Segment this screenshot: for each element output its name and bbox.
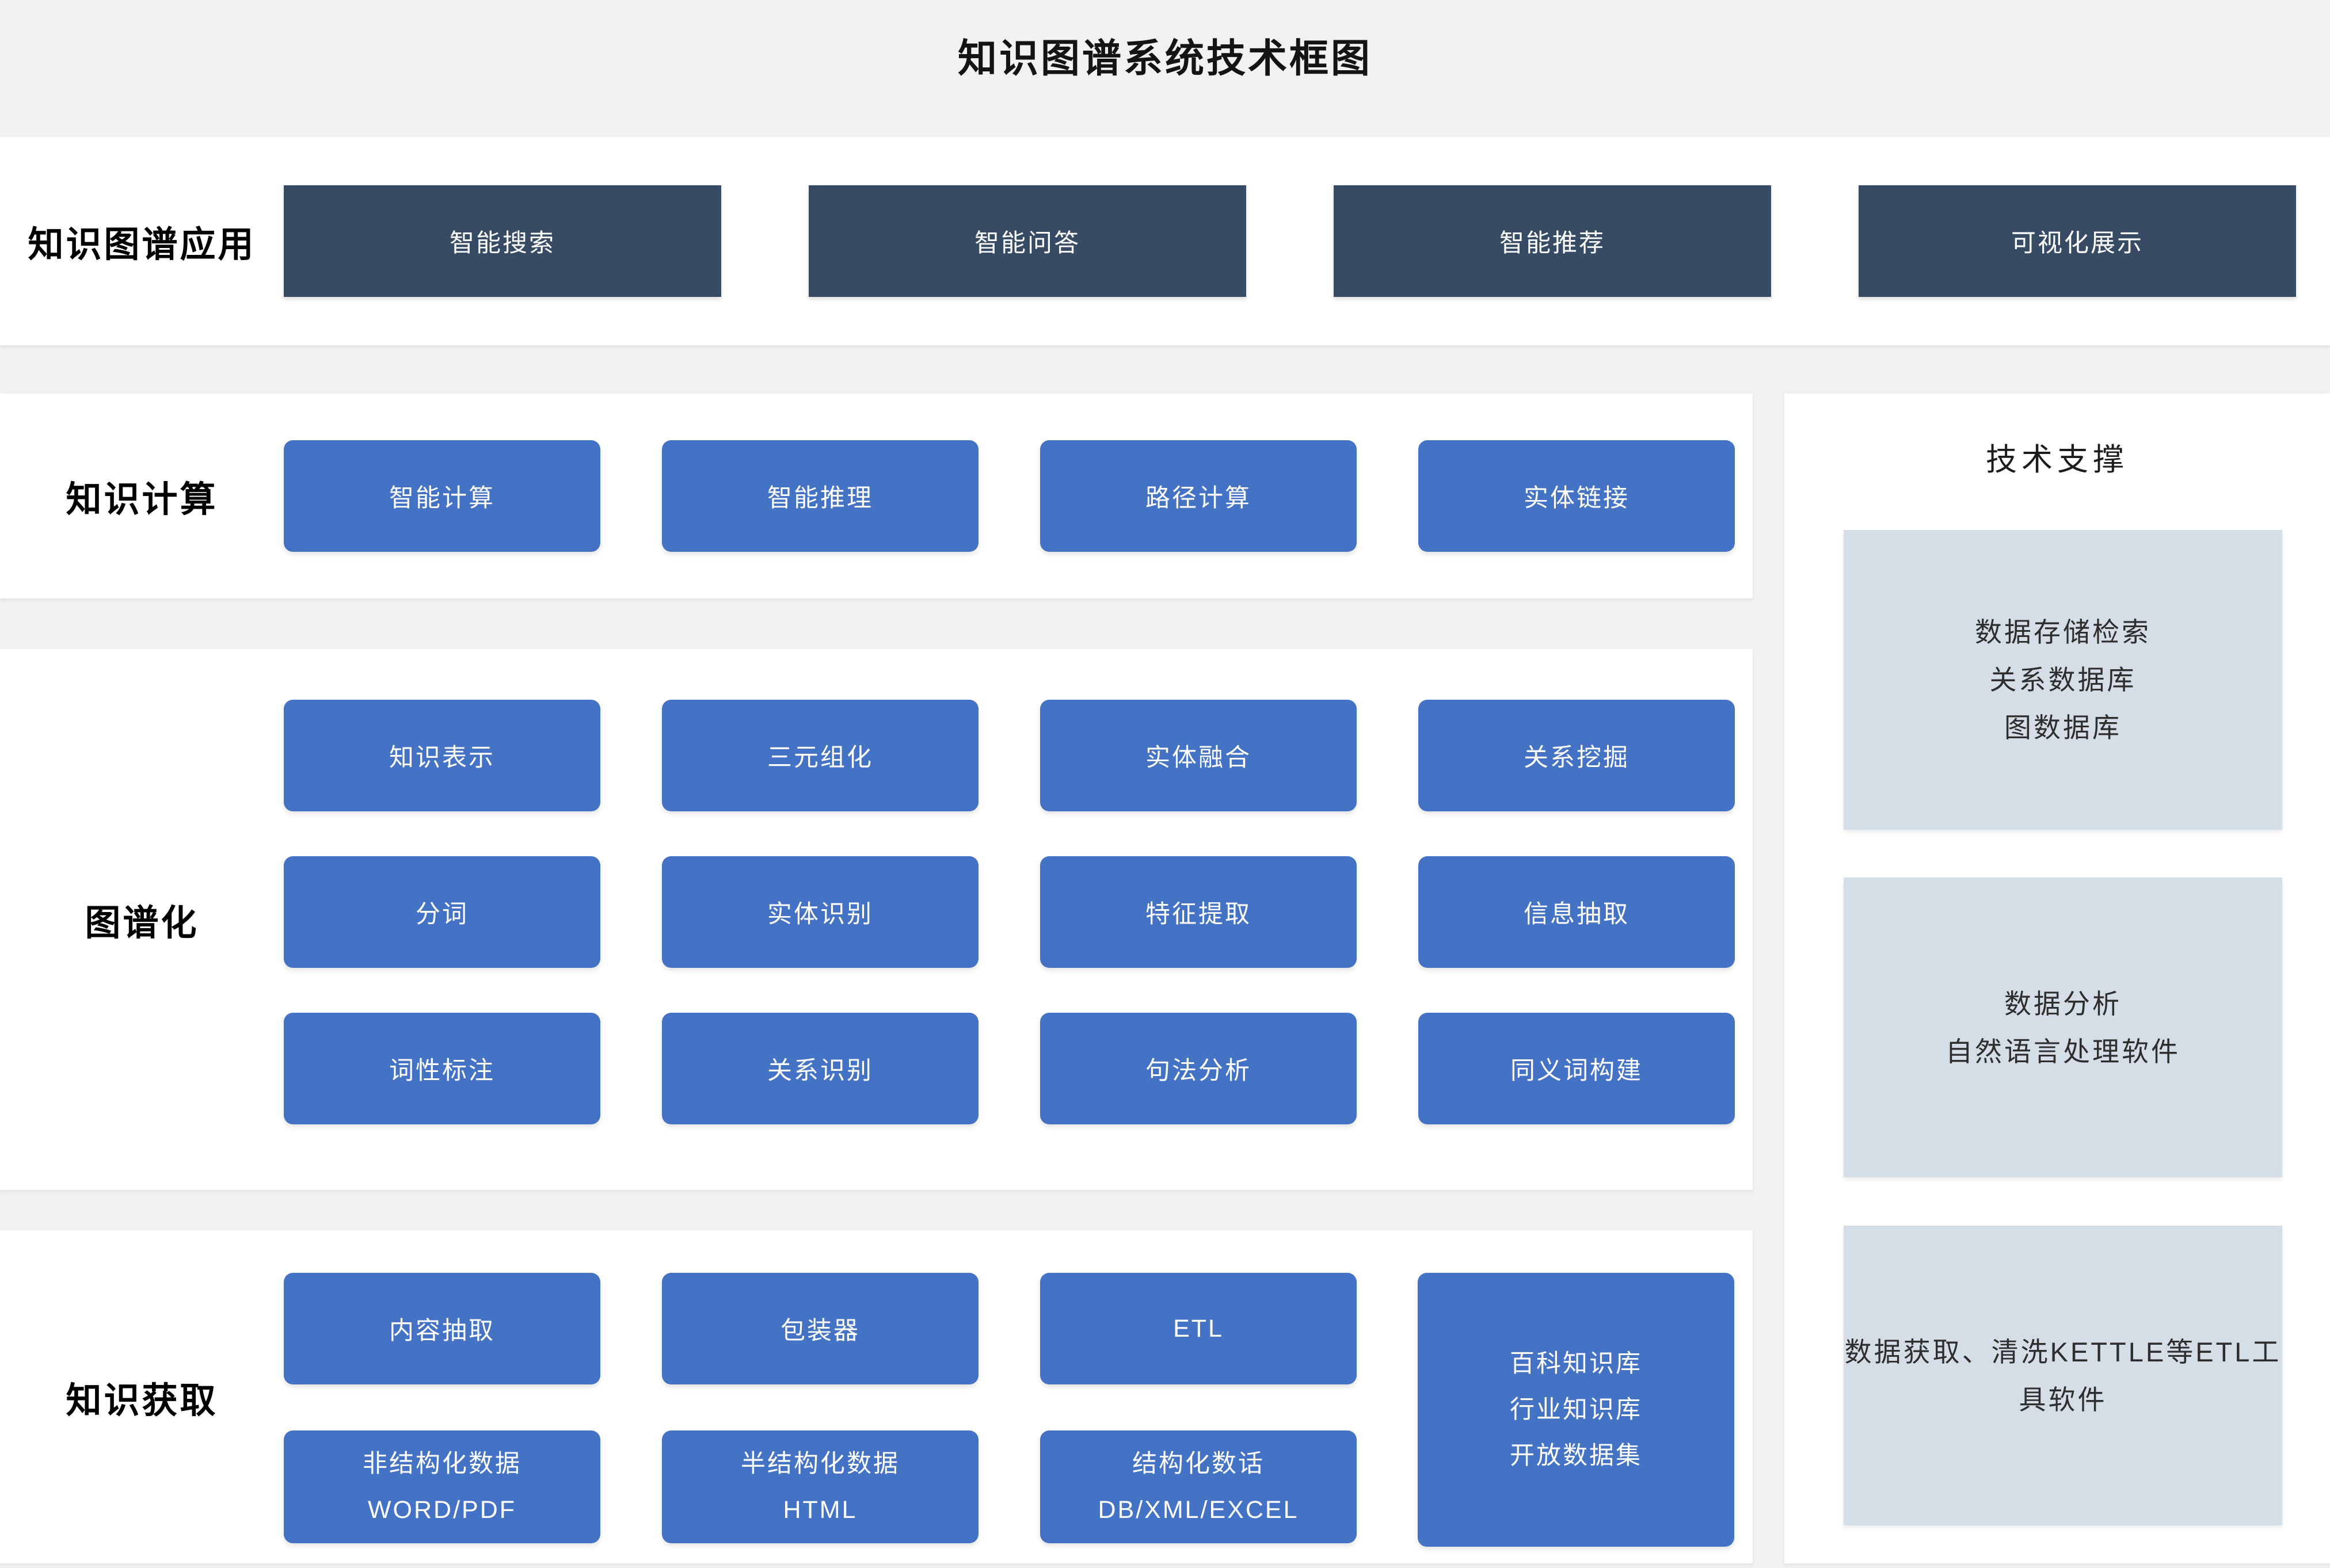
box-etl: ETL xyxy=(1040,1273,1357,1384)
box-line: HTML xyxy=(783,1496,858,1524)
box-relation-recognition: 关系识别 xyxy=(662,1013,979,1124)
box-entity-fusion: 实体融合 xyxy=(1040,700,1357,811)
section-label-acquisition: 知识获取 xyxy=(66,1380,218,1421)
box-line: WORD/PDF xyxy=(367,1496,517,1524)
box-line: 数据存储检索 xyxy=(1975,617,2151,647)
box-line: 百科知识库 xyxy=(1510,1350,1642,1378)
box-path-computation: 路径计算 xyxy=(1040,440,1357,552)
box-smart-computation: 智能计算 xyxy=(284,440,600,552)
application-button-row: 智能搜索 智能问答 智能推荐 可视化展示 xyxy=(284,185,2296,297)
box-line: 结构化数话 xyxy=(1132,1450,1265,1478)
box-syntax-analysis: 句法分析 xyxy=(1040,1013,1357,1124)
box-line: 数据获取、清洗KETTLE等ETL工 xyxy=(1844,1336,2282,1367)
box-line: DB/XML/EXCEL xyxy=(1098,1496,1299,1524)
section-graphization: 图谱化 知识表示 三元组化 实体融合 关系挖掘 分词 实体识别 特征提取 信息抽… xyxy=(0,649,1753,1190)
box-line: 行业知识库 xyxy=(1510,1396,1642,1424)
box-line: 半结构化数据 xyxy=(741,1450,900,1478)
box-smart-search: 智能搜索 xyxy=(284,185,721,297)
graphization-row-1: 知识表示 三元组化 实体融合 关系挖掘 xyxy=(284,700,1735,811)
box-visualization-display: 可视化展示 xyxy=(1859,185,2296,297)
sidebar-box-data-storage: 数据存储检索 关系数据库 图数据库 xyxy=(1844,530,2282,830)
box-feature-extraction: 特征提取 xyxy=(1040,856,1357,968)
box-line: 具软件 xyxy=(2019,1384,2107,1415)
acquisition-row-1: 内容抽取 包装器 ETL xyxy=(284,1273,1357,1384)
box-synonym-construction: 同义词构建 xyxy=(1418,1013,1735,1124)
sidebar-technical-support: 技术支撑 数据存储检索 关系数据库 图数据库 数据分析 自然语言处理软件 数据获… xyxy=(1784,394,2330,1563)
box-line: 数据分析 xyxy=(2004,988,2122,1019)
sidebar-title: 技术支撑 xyxy=(1986,442,2129,477)
box-line: 图数据库 xyxy=(2004,712,2122,743)
computation-button-row: 智能计算 智能推理 路径计算 实体链接 xyxy=(284,440,1735,552)
section-label-computation: 知识计算 xyxy=(66,480,218,520)
box-semistructured-data: 半结构化数据 HTML xyxy=(662,1430,979,1543)
box-knowledge-bases: 百科知识库 行业知识库 开放数据集 xyxy=(1418,1273,1734,1547)
box-smart-recommendation: 智能推荐 xyxy=(1334,185,1771,297)
box-information-extraction: 信息抽取 xyxy=(1418,856,1735,968)
box-smart-reasoning: 智能推理 xyxy=(662,440,979,552)
graphization-row-3: 词性标注 关系识别 句法分析 同义词构建 xyxy=(284,1013,1735,1124)
box-knowledge-representation: 知识表示 xyxy=(284,700,600,811)
box-line: 非结构化数据 xyxy=(363,1450,521,1478)
section-label-graphization: 图谱化 xyxy=(85,903,199,943)
box-line: 开放数据集 xyxy=(1510,1442,1642,1470)
box-smart-qa: 智能问答 xyxy=(809,185,1246,297)
sidebar-box-data-acquisition-etl: 数据获取、清洗KETTLE等ETL工 具软件 xyxy=(1844,1226,2282,1525)
sidebar-box-data-analysis: 数据分析 自然语言处理软件 xyxy=(1844,878,2282,1177)
acquisition-row-2: 非结构化数据 WORD/PDF 半结构化数据 HTML 结构化数话 DB/XML… xyxy=(284,1430,1357,1543)
box-wrapper: 包装器 xyxy=(662,1273,979,1384)
box-line: 关系数据库 xyxy=(1989,665,2137,695)
box-line: 自然语言处理软件 xyxy=(1946,1036,2180,1067)
box-entity-linking: 实体链接 xyxy=(1418,440,1735,552)
box-pos-tagging: 词性标注 xyxy=(284,1013,600,1124)
section-label-application: 知识图谱应用 xyxy=(28,225,256,265)
graphization-row-2: 分词 实体识别 特征提取 信息抽取 xyxy=(284,856,1735,968)
box-structured-data: 结构化数话 DB/XML/EXCEL xyxy=(1040,1430,1357,1543)
box-relation-mining: 关系挖掘 xyxy=(1418,700,1735,811)
section-knowledge-computation: 知识计算 智能计算 智能推理 路径计算 实体链接 xyxy=(0,394,1753,598)
box-content-extraction: 内容抽取 xyxy=(284,1273,600,1384)
box-unstructured-data: 非结构化数据 WORD/PDF xyxy=(284,1430,600,1543)
page-title: 知识图谱系统技术框图 xyxy=(957,37,1372,81)
section-knowledge-graph-application: 知识图谱应用 智能搜索 智能问答 智能推荐 可视化展示 xyxy=(0,137,2330,345)
box-entity-recognition: 实体识别 xyxy=(662,856,979,968)
box-word-segmentation: 分词 xyxy=(284,856,600,968)
section-knowledge-acquisition: 知识获取 内容抽取 包装器 ETL 非结构化数据 WORD/PDF 半结构化数据… xyxy=(0,1230,1753,1563)
box-tripletization: 三元组化 xyxy=(662,700,979,811)
